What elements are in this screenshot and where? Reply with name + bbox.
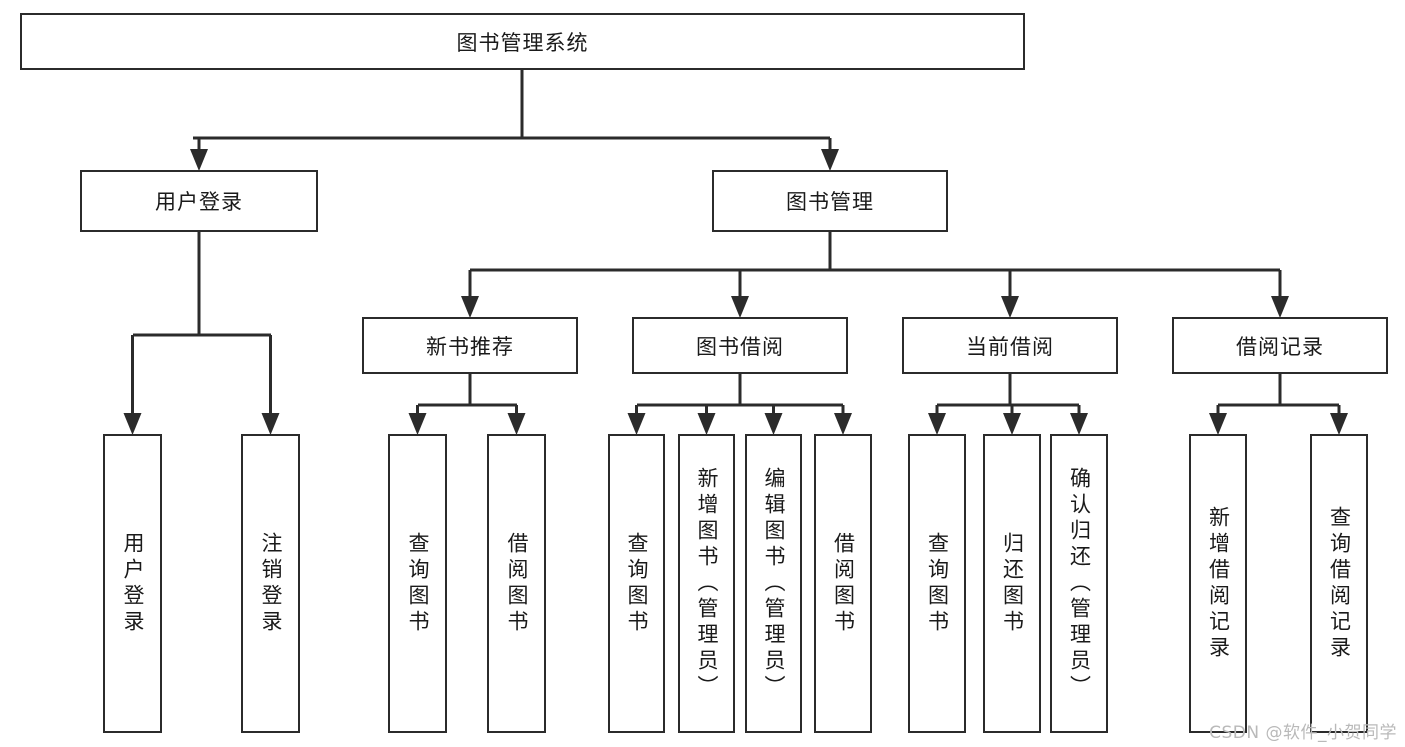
watermark: CSDN @软件_小贺同学 <box>1209 723 1397 743</box>
leaf-logout-label: 注销登录 <box>259 531 283 636</box>
node-root-label: 图书管理系统 <box>456 30 589 55</box>
leaf-query-record[interactable]: 查询借阅记录 <box>1310 434 1368 733</box>
leaf-borrow-book-2-label: 借阅图书 <box>831 531 856 636</box>
leaf-borrow-book-1-label: 借阅图书 <box>505 531 529 636</box>
leaf-query-book-1[interactable]: 查询图书 <box>388 434 447 733</box>
node-new-book-rec-label: 新书推荐 <box>426 334 514 359</box>
node-new-book-rec[interactable]: 新书推荐 <box>362 317 578 374</box>
leaf-add-record-label: 新增借阅记录 <box>1206 505 1231 662</box>
leaf-confirm-return-label: 确认归还（管理员） <box>1067 466 1092 701</box>
node-user-login[interactable]: 用户登录 <box>80 170 318 232</box>
node-book-manage-label: 图书管理 <box>786 190 874 214</box>
leaf-borrow-book-2[interactable]: 借阅图书 <box>814 434 872 733</box>
node-root[interactable]: 图书管理系统 <box>20 13 1025 70</box>
node-book-borrow-label: 图书借阅 <box>696 334 784 359</box>
leaf-query-book-2-label: 查询图书 <box>625 531 649 636</box>
node-borrow-record-label: 借阅记录 <box>1236 334 1324 359</box>
leaf-user-login-label: 用户登录 <box>121 531 145 636</box>
leaf-user-login[interactable]: 用户登录 <box>103 434 162 733</box>
leaf-query-book-2[interactable]: 查询图书 <box>608 434 665 733</box>
node-book-borrow[interactable]: 图书借阅 <box>632 317 848 374</box>
leaf-query-book-3[interactable]: 查询图书 <box>908 434 966 733</box>
leaf-return-book-label: 归还图书 <box>1000 531 1025 636</box>
leaf-add-book[interactable]: 新增图书（管理员） <box>678 434 735 733</box>
node-current-borrow[interactable]: 当前借阅 <box>902 317 1118 374</box>
node-book-manage[interactable]: 图书管理 <box>712 170 948 232</box>
leaf-query-book-3-label: 查询图书 <box>925 531 950 636</box>
leaf-confirm-return[interactable]: 确认归还（管理员） <box>1050 434 1108 733</box>
leaf-add-record[interactable]: 新增借阅记录 <box>1189 434 1247 733</box>
leaf-return-book[interactable]: 归还图书 <box>983 434 1041 733</box>
leaf-add-book-label: 新增图书（管理员） <box>695 466 719 701</box>
node-current-borrow-label: 当前借阅 <box>966 334 1054 359</box>
leaf-query-book-1-label: 查询图书 <box>406 531 430 636</box>
leaf-logout[interactable]: 注销登录 <box>241 434 300 733</box>
node-user-login-label: 用户登录 <box>155 190 243 214</box>
leaf-edit-book-label: 编辑图书（管理员） <box>762 466 786 701</box>
leaf-edit-book[interactable]: 编辑图书（管理员） <box>745 434 802 733</box>
leaf-query-record-label: 查询借阅记录 <box>1327 505 1352 662</box>
leaf-borrow-book-1[interactable]: 借阅图书 <box>487 434 546 733</box>
node-borrow-record[interactable]: 借阅记录 <box>1172 317 1388 374</box>
